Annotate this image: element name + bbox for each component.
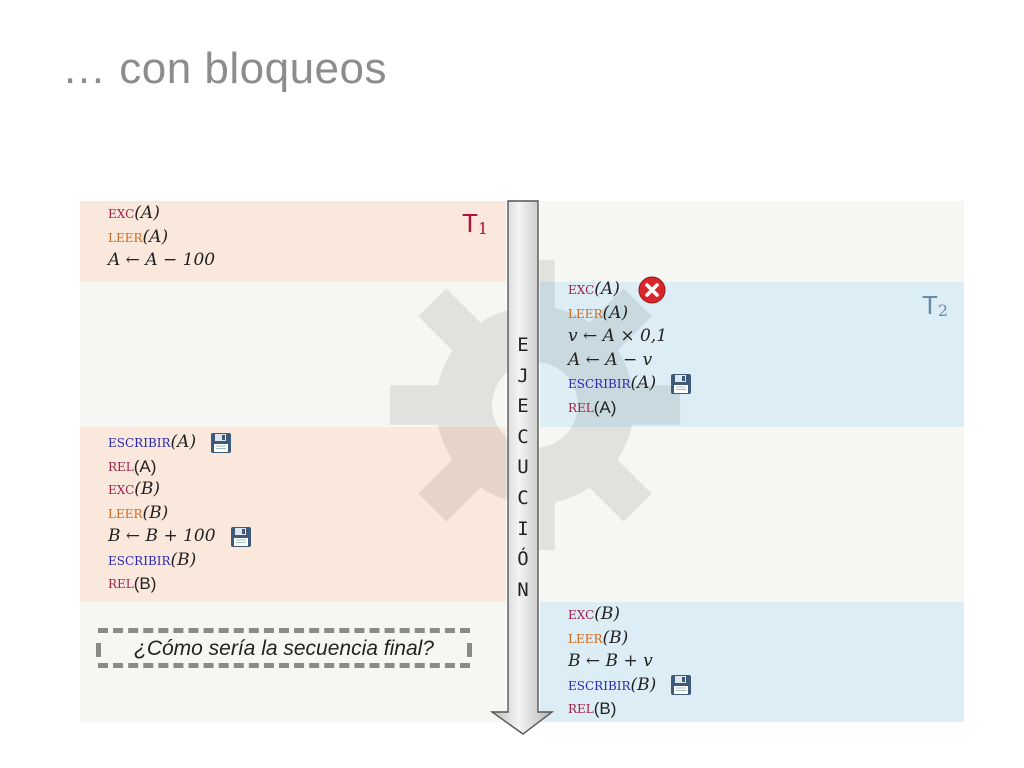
op-line: leer(B) [568,627,629,648]
execution-label: E J E C U C I Ó N [517,334,529,601]
op-line: exc(A) [108,203,160,223]
t2-band-1 [540,282,964,427]
neutral-band-left-2 [80,602,506,722]
op-line: exc(B) [108,479,161,499]
op-line: rel(B) [568,698,617,718]
t1-ops-block-1: exc(A) leer(A) A ← A − 100 [108,202,215,273]
op-line: B ← B + 100 [108,525,252,549]
t1-label: T1 [462,208,489,238]
op-line: exc(A) [568,276,692,304]
op-line: escribir(B) [108,549,197,570]
op-line: rel(B) [108,573,157,593]
op-line: escribir(A) [568,372,692,396]
op-line: A ← A − v [568,349,653,370]
op-line: rel(A) [568,396,617,417]
floppy-disk-icon [671,373,692,394]
op-line: escribir(B) [568,674,692,698]
floppy-disk-icon [671,675,692,696]
question-text: ¿Cómo sería la secuencia final? [134,637,434,660]
op-line: A ← A − 100 [108,250,216,270]
floppy-disk-icon [211,432,232,453]
slide-title: … con bloqueos [62,44,387,93]
t2-ops-block-2: exc(B) leer(B) B ← B + v escribir(B) rel… [568,603,692,721]
op-line: v ← A × 0,1 [568,326,668,346]
op-line: rel(A) [108,455,157,476]
error-icon [638,276,666,304]
t2-band-2 [540,602,964,722]
neutral-band-right-2 [540,427,964,602]
t1-ops-block-2: escribir(A) rel(A) exc(B) leer(B) B ← B … [108,431,252,596]
op-line: escribir(A) [108,431,252,455]
neutral-band-right-1 [540,201,964,282]
op-line: leer(B) [108,502,169,523]
op-line: leer(A) [108,226,169,247]
t2-label: T2 [922,290,949,320]
t1-band-1 [80,201,506,282]
question-box: ¿Cómo sería la secuencia final? [96,628,472,668]
op-line: leer(A) [568,302,629,323]
floppy-disk-icon [230,526,251,547]
neutral-band-left-1 [80,282,506,427]
t1-band-2 [80,427,506,602]
op-line: B ← B + v [568,651,653,671]
execution-arrow [489,200,554,735]
op-line: exc(B) [568,604,621,624]
t2-ops-block-1: exc(A) leer(A) v ← A × 0,1 A ← A − v esc… [568,276,692,419]
